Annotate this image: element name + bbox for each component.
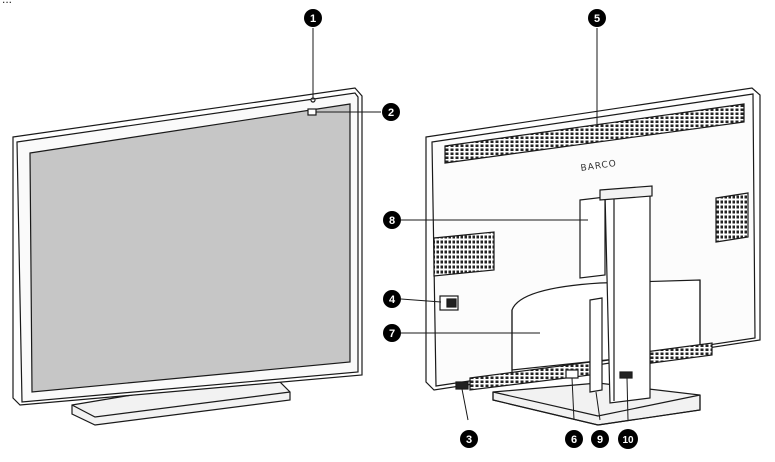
callout-7: 7: [383, 324, 401, 342]
callout-10: 10: [618, 429, 638, 449]
callouts: 1 2 3 4 5 6 7 8 9 10: [304, 9, 638, 449]
rear-power-switch: [455, 381, 469, 390]
callout-2: 2: [382, 103, 400, 121]
svg-text:4: 4: [389, 294, 396, 306]
rear-mount-block: [579, 196, 606, 279]
svg-text:8: 8: [389, 215, 395, 227]
svg-text:3: 3: [466, 434, 472, 446]
svg-text:7: 7: [389, 328, 395, 340]
callout-6: 6: [565, 430, 583, 448]
svg-text:1: 1: [310, 13, 316, 25]
svg-text:5: 5: [594, 13, 600, 25]
rear-top-vent: [444, 103, 745, 164]
svg-text:10: 10: [622, 435, 634, 446]
callout-8: 8: [383, 211, 401, 229]
rear-side-vent-right: [715, 192, 749, 243]
rear-side-vent-left: [433, 231, 495, 277]
rear-connector-6: [565, 369, 579, 379]
svg-text:2: 2: [388, 107, 394, 119]
callout-1: 1: [304, 9, 322, 27]
clipped-caption: ...: [2, 0, 12, 6]
leader-lines: [312, 28, 629, 421]
callout-4: 4: [383, 290, 401, 308]
svg-text:6: 6: [571, 434, 577, 446]
rear-monitor: [425, 87, 761, 426]
svg-text:9: 9: [597, 434, 603, 446]
rear-cable-clip: [589, 297, 603, 393]
front-screen: [29, 103, 351, 393]
callout-9: 9: [591, 430, 609, 448]
callout-3: 3: [460, 430, 478, 448]
callout-5: 5: [588, 9, 606, 27]
rear-stand-column: [604, 189, 651, 404]
front-monitor: [12, 87, 363, 426]
front-sensor-window: [307, 108, 317, 116]
rear-connector-10: [619, 371, 633, 379]
